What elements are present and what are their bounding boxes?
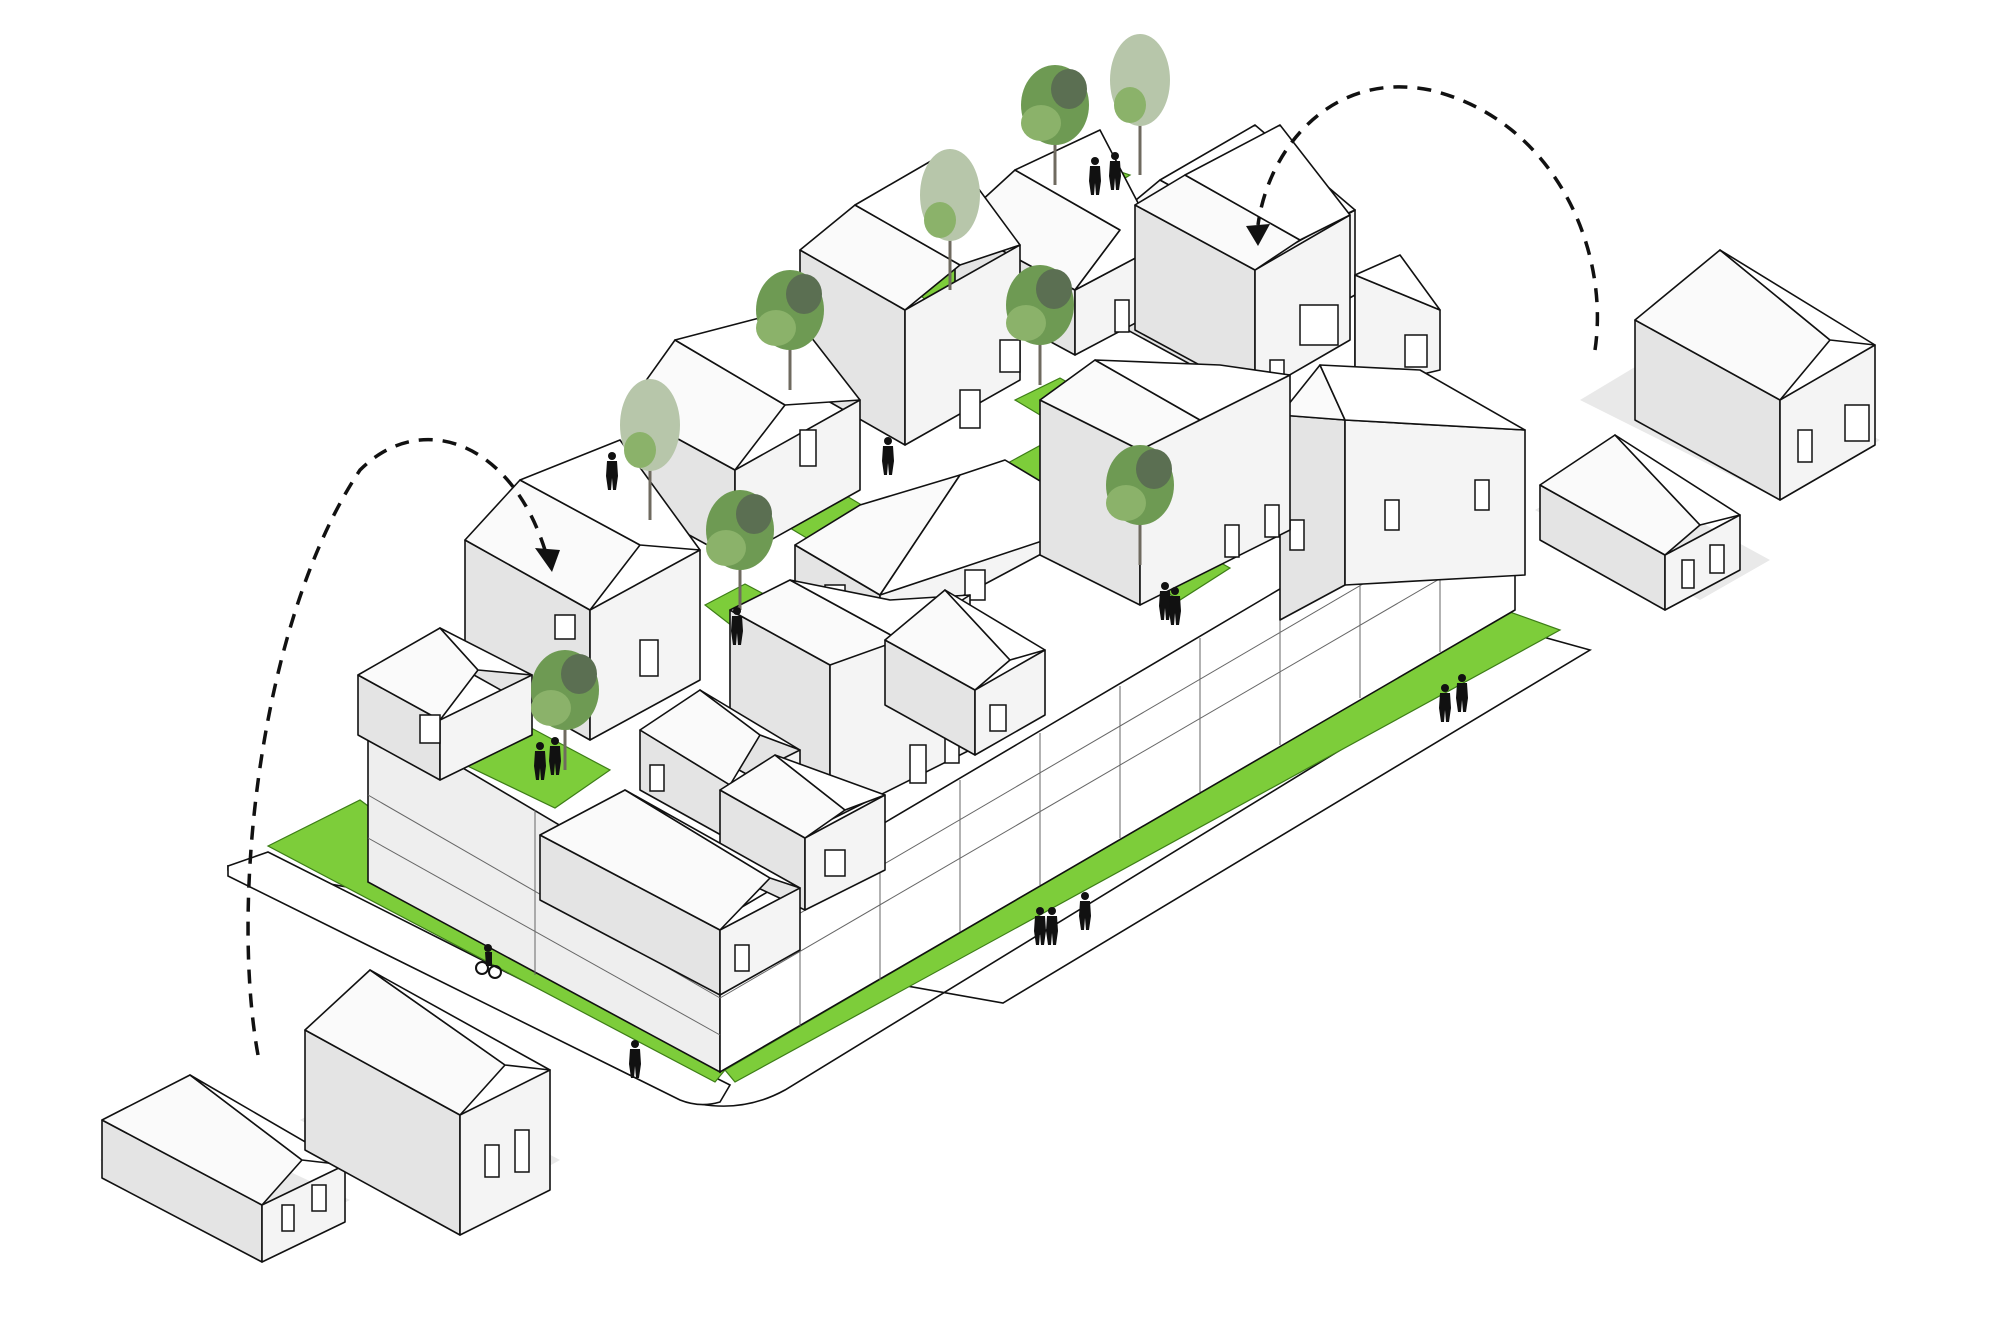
- person-icon: [882, 437, 894, 475]
- tree-icon: [1110, 34, 1170, 175]
- tree-icon: [706, 490, 774, 610]
- standalone-houses: [100, 250, 1880, 1262]
- house-tall-right: [1135, 125, 1350, 395]
